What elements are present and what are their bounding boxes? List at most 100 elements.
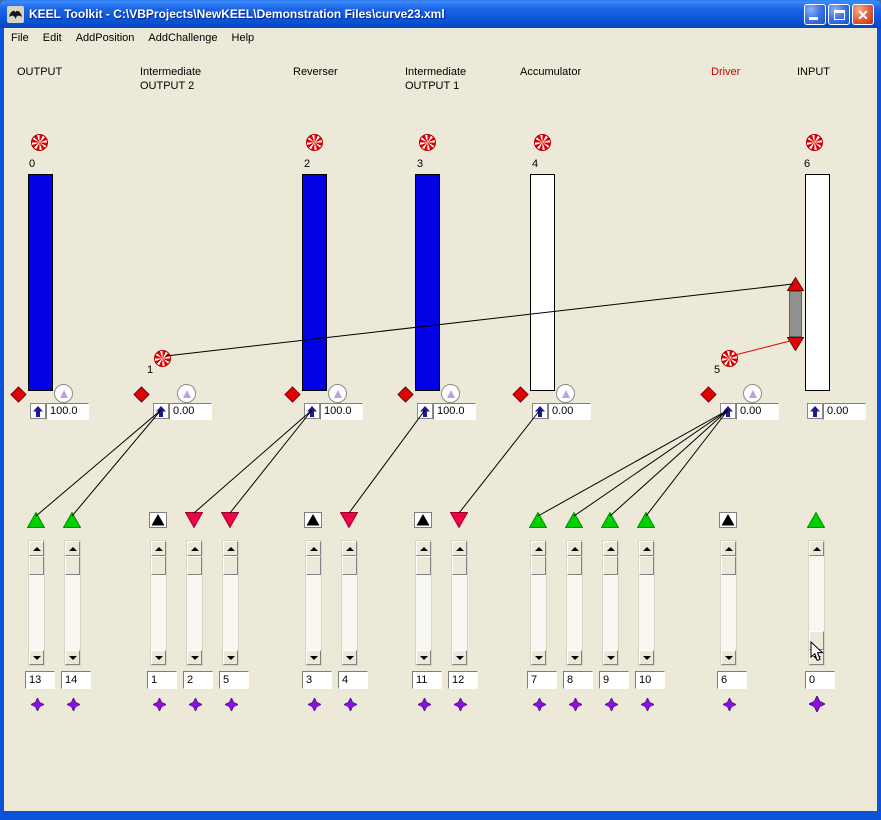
menu-edit[interactable]: Edit (42, 32, 62, 44)
node-value-box[interactable]: 100.0 (320, 403, 363, 420)
purple-diamond-icon[interactable] (225, 698, 238, 711)
purple-diamond-icon[interactable] (344, 698, 357, 711)
vertical-scrollbar[interactable] (638, 540, 655, 666)
scroll-up-button[interactable] (223, 541, 238, 556)
channel-number-box[interactable]: 12 (448, 671, 478, 689)
purple-diamond-icon[interactable] (569, 698, 582, 711)
scroll-down-button[interactable] (306, 650, 321, 665)
scroll-down-button[interactable] (65, 650, 80, 665)
vertical-scrollbar[interactable] (341, 540, 358, 666)
close-button[interactable]: ✕ (852, 4, 874, 25)
node-wheel-icon[interactable] (721, 350, 738, 367)
scroll-down-button[interactable] (151, 650, 166, 665)
vertical-scrollbar[interactable] (720, 540, 737, 666)
blue-arrow-button[interactable] (532, 403, 548, 419)
node-wheel-icon[interactable] (534, 134, 551, 151)
scroll-down-button[interactable] (639, 650, 654, 665)
scroll-down-button[interactable] (416, 650, 431, 665)
red-diamond-icon[interactable] (284, 386, 301, 403)
green-up-triangle-icon[interactable] (601, 512, 619, 528)
scroll-thumb[interactable] (531, 556, 546, 575)
scroll-up-button[interactable] (416, 541, 431, 556)
green-up-triangle-icon[interactable] (27, 512, 45, 528)
scroll-up-button[interactable] (65, 541, 80, 556)
channel-number-box[interactable]: 8 (563, 671, 593, 689)
scroll-up-button[interactable] (531, 541, 546, 556)
purple-diamond-icon[interactable] (31, 698, 44, 711)
black-up-triangle-icon[interactable] (719, 512, 737, 528)
purple-diamond-icon[interactable] (189, 698, 202, 711)
red-diamond-icon[interactable] (397, 386, 414, 403)
red-down-triangle-icon[interactable] (221, 512, 239, 528)
purple-diamond-icon[interactable] (418, 698, 431, 711)
green-up-triangle-icon[interactable] (637, 512, 655, 528)
scroll-thumb[interactable] (603, 556, 618, 575)
scroll-up-button[interactable] (342, 541, 357, 556)
channel-number-box[interactable]: 2 (183, 671, 213, 689)
scroll-thumb[interactable] (342, 556, 357, 575)
scroll-thumb[interactable] (639, 556, 654, 575)
red-down-triangle-icon[interactable] (450, 512, 468, 528)
green-up-triangle-icon[interactable] (63, 512, 81, 528)
scroll-down-button[interactable] (721, 650, 736, 665)
purple-diamond-icon[interactable] (809, 696, 825, 712)
green-up-triangle-icon[interactable] (529, 512, 547, 528)
scroll-up-button[interactable] (721, 541, 736, 556)
channel-number-box[interactable]: 3 (302, 671, 332, 689)
red-down-triangle-icon[interactable] (340, 512, 358, 528)
scroll-thumb[interactable] (187, 556, 202, 575)
purple-diamond-icon[interactable] (533, 698, 546, 711)
purple-diamond-icon[interactable] (605, 698, 618, 711)
scroll-thumb[interactable] (223, 556, 238, 575)
channel-number-box[interactable]: 5 (219, 671, 249, 689)
scroll-down-button[interactable] (603, 650, 618, 665)
vertical-scrollbar[interactable] (222, 540, 239, 666)
scroll-up-button[interactable] (567, 541, 582, 556)
vertical-scrollbar[interactable] (602, 540, 619, 666)
channel-number-box[interactable]: 11 (412, 671, 442, 689)
channel-number-box[interactable]: 4 (338, 671, 368, 689)
red-down-triangle-icon[interactable] (185, 512, 203, 528)
blue-arrow-button[interactable] (807, 403, 823, 419)
input-slider-up-triangle[interactable] (787, 277, 804, 291)
scroll-up-button[interactable] (187, 541, 202, 556)
vertical-scrollbar[interactable] (64, 540, 81, 666)
node-value-box[interactable]: 100.0 (433, 403, 476, 420)
channel-number-box[interactable]: 6 (717, 671, 747, 689)
scroll-up-button[interactable] (151, 541, 166, 556)
vertical-scrollbar[interactable] (186, 540, 203, 666)
menu-addchallenge[interactable]: AddChallenge (148, 32, 218, 44)
vertical-scrollbar[interactable] (150, 540, 167, 666)
scroll-down-button[interactable] (452, 650, 467, 665)
red-diamond-icon[interactable] (700, 386, 717, 403)
scroll-up-button[interactable] (452, 541, 467, 556)
scroll-up-button[interactable] (809, 541, 824, 556)
scroll-down-button[interactable] (342, 650, 357, 665)
purple-diamond-icon[interactable] (67, 698, 80, 711)
channel-number-box[interactable]: 1 (147, 671, 177, 689)
menu-help[interactable]: Help (231, 32, 255, 44)
scroll-up-button[interactable] (603, 541, 618, 556)
scroll-down-button[interactable] (29, 650, 44, 665)
node-value-box[interactable]: 0.00 (169, 403, 212, 420)
scroll-up-button[interactable] (29, 541, 44, 556)
scroll-down-button[interactable] (567, 650, 582, 665)
scroll-thumb[interactable] (721, 556, 736, 575)
node-value-box[interactable]: 0.00 (548, 403, 591, 420)
minimize-button[interactable] (804, 4, 826, 25)
red-diamond-icon[interactable] (512, 386, 529, 403)
green-up-triangle-icon[interactable] (565, 512, 583, 528)
purple-diamond-icon[interactable] (153, 698, 166, 711)
scroll-thumb[interactable] (567, 556, 582, 575)
channel-number-box[interactable]: 7 (527, 671, 557, 689)
purple-diamond-icon[interactable] (723, 698, 736, 711)
scroll-thumb[interactable] (452, 556, 467, 575)
node-wheel-icon[interactable] (154, 350, 171, 367)
black-up-triangle-icon[interactable] (414, 512, 432, 528)
scroll-thumb[interactable] (65, 556, 80, 575)
input-slider-thumb[interactable] (789, 291, 802, 337)
vertical-scrollbar[interactable] (566, 540, 583, 666)
node-wheel-icon[interactable] (806, 134, 823, 151)
scroll-down-button[interactable] (187, 650, 202, 665)
vertical-scrollbar[interactable] (451, 540, 468, 666)
